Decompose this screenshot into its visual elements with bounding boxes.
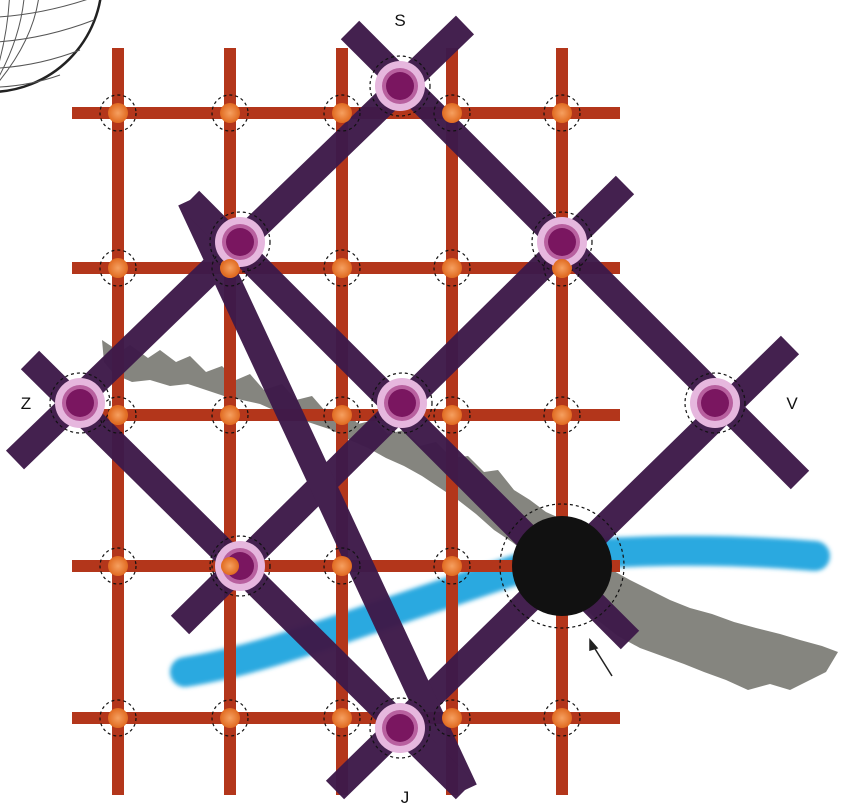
label-v: V (786, 394, 798, 413)
node-nw (215, 217, 265, 267)
node-center (377, 378, 427, 428)
node-z (55, 378, 105, 428)
node-s (375, 61, 425, 111)
node-j (375, 703, 425, 753)
label-j: J (401, 788, 410, 807)
globe-icon (0, 0, 102, 92)
label-z: Z (21, 394, 31, 413)
black-node (512, 516, 612, 616)
label-s: S (394, 11, 405, 30)
arrow-icon (590, 640, 612, 676)
node-v (690, 378, 740, 428)
